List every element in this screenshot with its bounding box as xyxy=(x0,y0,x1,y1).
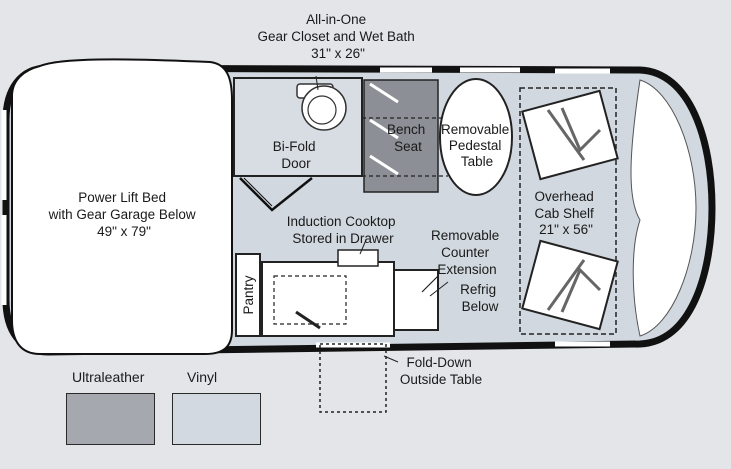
galley-counter xyxy=(261,261,395,337)
window-marks xyxy=(1,67,610,348)
vinyl-label: Vinyl xyxy=(187,369,218,385)
driver-seat xyxy=(521,89,619,181)
cab-shelf-outline xyxy=(519,87,617,335)
label-counter-extension: Removable Counter Extension xyxy=(431,228,503,277)
bed-platform xyxy=(11,58,233,355)
cab-windshield xyxy=(630,79,697,337)
label-bi-fold-door: Bi-Fold Door xyxy=(273,139,320,171)
label-fold-down-table: Fold-Down Outside Table xyxy=(400,355,482,387)
cooktop xyxy=(337,249,379,267)
passenger-seat xyxy=(521,239,619,331)
vinyl-swatch xyxy=(172,393,261,445)
bench-seat xyxy=(363,79,439,193)
sink xyxy=(273,275,347,325)
ultraleather-label: Ultraleather xyxy=(72,369,145,385)
label-cooktop: Induction Cooktop Stored in Drawer xyxy=(287,214,400,246)
pantry-cabinet xyxy=(235,253,261,337)
label-pedestal-table: Removable Pedestal Table xyxy=(441,122,513,169)
faucet xyxy=(295,310,321,330)
ultraleather-swatch xyxy=(66,393,155,445)
counter-extension xyxy=(393,269,439,331)
bench-seatbelts xyxy=(369,82,399,176)
label-overhead-shelf: Overhead Cab Shelf 21" x 56" xyxy=(534,189,597,237)
label-refrig: Refrig Below xyxy=(460,282,500,314)
bench-dash-lines xyxy=(362,117,448,177)
bi-fold-door xyxy=(239,177,313,212)
toilet xyxy=(296,83,347,131)
label-bench-seat: Bench Seat xyxy=(387,122,429,154)
label-pantry: Pantry xyxy=(241,275,256,314)
label-bed: Power Lift Bed with Gear Garage Below 49… xyxy=(48,190,200,239)
label-gear-closet: All-in-One Gear Closet and Wet Bath 31" … xyxy=(257,12,418,61)
fold-down-table-outline xyxy=(319,343,387,413)
pedestal-table xyxy=(439,78,513,196)
